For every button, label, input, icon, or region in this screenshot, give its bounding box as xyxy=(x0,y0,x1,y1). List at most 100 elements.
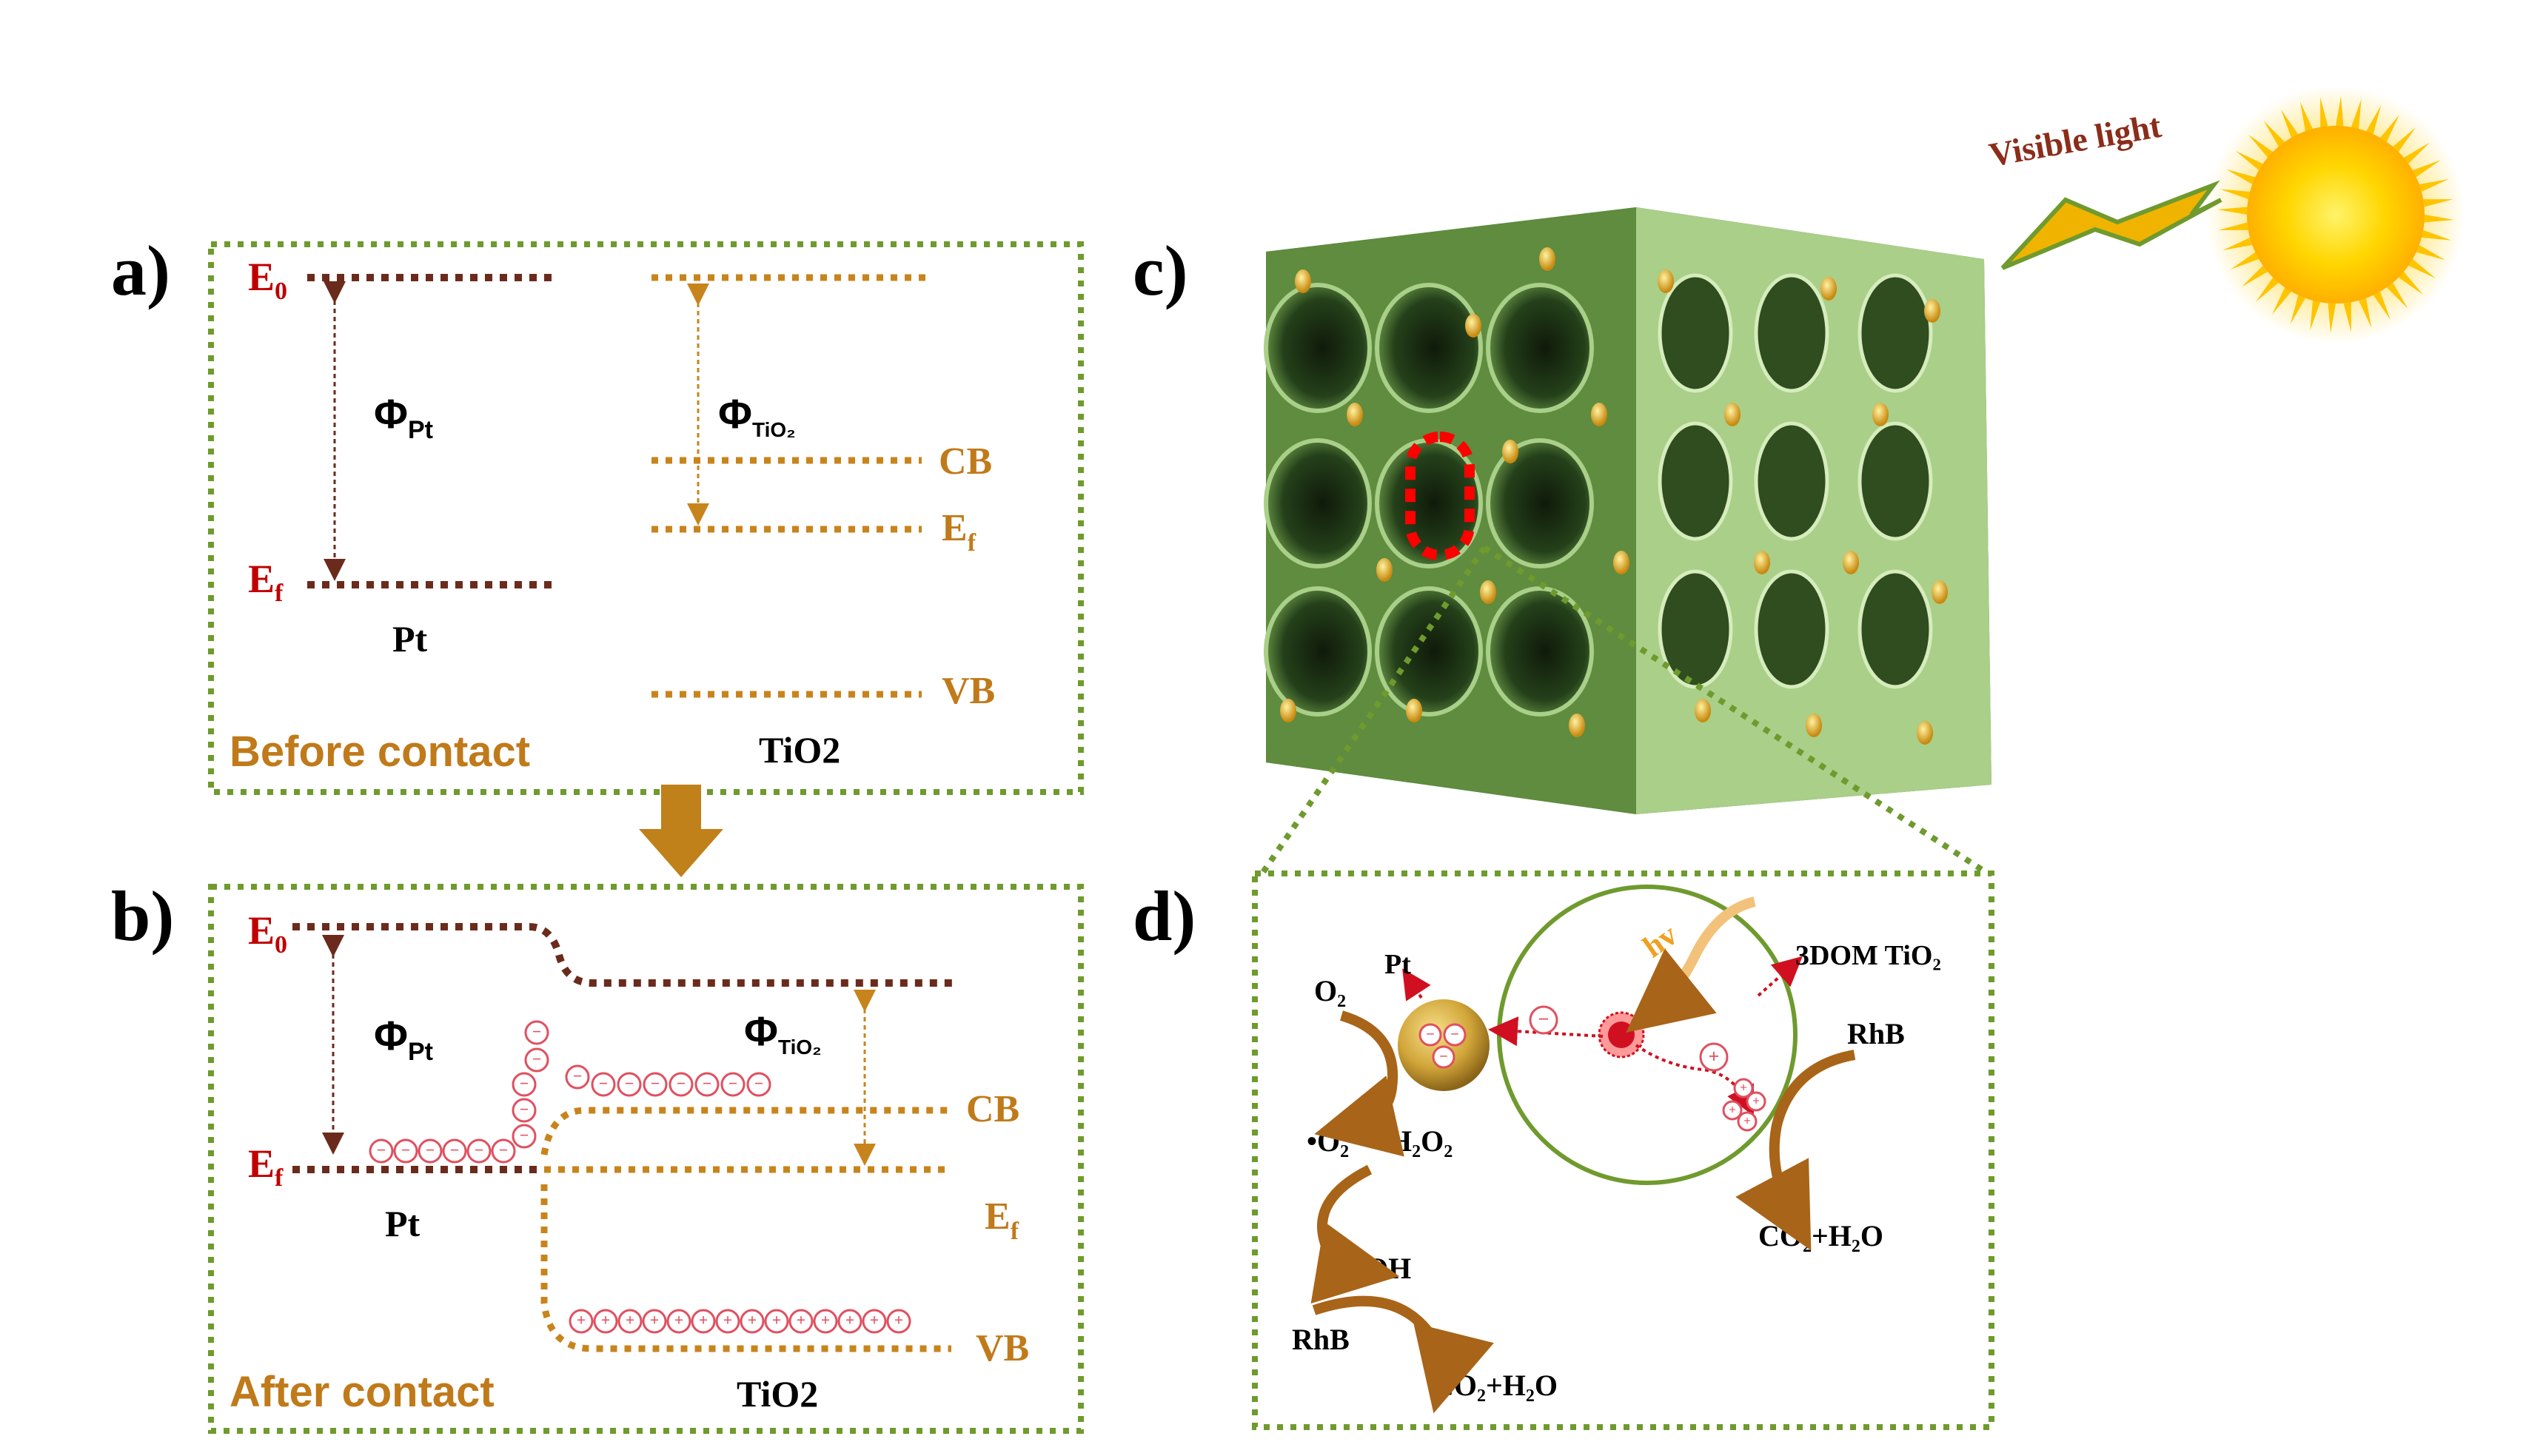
svg-text:−: − xyxy=(520,1101,529,1118)
tio2-vb-bent xyxy=(540,1184,951,1352)
electron: − xyxy=(565,1064,590,1090)
cb-label: CB xyxy=(939,440,992,483)
phi-pt-label: ΦPt xyxy=(374,390,433,444)
hole: + xyxy=(788,1309,814,1334)
transition-arrow xyxy=(639,785,723,877)
pt-dot xyxy=(1843,551,1859,574)
electron: − xyxy=(512,1098,537,1123)
svg-text:−: − xyxy=(754,1076,763,1093)
svg-text:−: − xyxy=(520,1076,529,1093)
panel-b: b) E0 Ef ΦPt ΦTiO₂ CB Ef VB Pt TiO2 Afte… xyxy=(111,876,1084,1434)
ef-label: Ef xyxy=(248,557,284,607)
pt-dot xyxy=(1295,269,1311,293)
co2-h2o-left-label: CO₂+H₂O xyxy=(1433,1369,1558,1402)
hole: + xyxy=(593,1309,618,1334)
svg-text:−: − xyxy=(625,1076,634,1093)
hole: + xyxy=(691,1309,716,1334)
hv-label: hv xyxy=(1637,918,1684,964)
pt-dot xyxy=(1806,714,1822,737)
svg-text:+: + xyxy=(577,1312,586,1329)
electron: − xyxy=(393,1138,418,1164)
hv-arrow xyxy=(1626,896,1756,1033)
pt-label: Pt xyxy=(385,1203,421,1244)
pt-label: Pt xyxy=(392,618,428,660)
pt-dot xyxy=(1724,403,1741,426)
visible-light-label: Visible light xyxy=(1986,107,2165,174)
pore xyxy=(1658,421,1733,541)
svg-text:+: + xyxy=(894,1312,903,1329)
pore xyxy=(1486,438,1594,568)
electron: − xyxy=(720,1072,746,1097)
svg-text:+: + xyxy=(1752,1094,1760,1108)
e0-label: E0 xyxy=(248,255,287,305)
pt-dot xyxy=(1872,403,1889,426)
pt-electrons: −−− xyxy=(1418,1023,1467,1069)
hole: + xyxy=(715,1309,740,1334)
panel-d-frame xyxy=(1252,870,1994,1430)
pt-dot xyxy=(1480,580,1496,604)
3dom-tio2-scaffold xyxy=(1264,207,1991,814)
pore xyxy=(1375,283,1483,413)
ef-tio2-label: Ef xyxy=(985,1195,1019,1245)
svg-text:+: + xyxy=(1743,1114,1751,1128)
hole: + xyxy=(862,1309,887,1334)
svg-text:+: + xyxy=(674,1312,683,1329)
svg-text:−: − xyxy=(1439,1048,1447,1064)
pt-dot xyxy=(1917,721,1933,745)
electron: − xyxy=(1418,1023,1442,1047)
pt-dot xyxy=(1539,247,1555,271)
hole: + xyxy=(642,1309,667,1334)
electron: − xyxy=(1432,1045,1455,1069)
after-contact-caption: After contact xyxy=(230,1368,495,1416)
svg-text:−: − xyxy=(532,1024,541,1041)
panel-b-letter: b) xyxy=(111,876,174,956)
svg-text:−: − xyxy=(1450,1026,1458,1042)
pore xyxy=(1375,586,1483,717)
pt-label-d: Pt xyxy=(1384,949,1411,980)
rhb-left-label: RhB xyxy=(1292,1323,1350,1356)
vacuum-level-aligned xyxy=(292,923,955,987)
electron: − xyxy=(512,1072,537,1097)
pt-dot xyxy=(1376,558,1393,582)
svg-text:−: − xyxy=(450,1142,459,1159)
pt-dot xyxy=(1658,269,1674,293)
pt-dot xyxy=(1347,403,1363,426)
pt-dot xyxy=(1754,551,1770,574)
svg-text:+: + xyxy=(797,1312,805,1329)
pt-dot xyxy=(1406,699,1422,722)
pt-dot xyxy=(1924,299,1940,323)
pt-nanoparticle xyxy=(1398,999,1490,1091)
pt-dot xyxy=(1613,551,1629,574)
electron: − xyxy=(1443,1023,1467,1047)
phi-pt-label: ΦPt xyxy=(374,1012,433,1066)
panel-b-charges: −−−−−−−−−−−−−−−−−−−++++++++++++++ xyxy=(369,1020,911,1334)
tio2-cb-bent xyxy=(540,1107,951,1155)
electron: − xyxy=(524,1020,549,1045)
svg-text:−: − xyxy=(1426,1026,1434,1042)
svg-text:+: + xyxy=(601,1312,610,1329)
3dom-tio2-label: 3DOM TiO₂ xyxy=(1795,940,1941,971)
svg-text:−: − xyxy=(677,1076,686,1093)
pt-dot xyxy=(1695,699,1711,722)
svg-text:+: + xyxy=(870,1312,879,1329)
pt-pointer xyxy=(1402,968,1431,1002)
rhb-degradation-left-arrow xyxy=(1312,1295,1494,1414)
electron: − xyxy=(418,1138,443,1164)
hole: + xyxy=(1733,1078,1754,1098)
photo-excited-core xyxy=(1608,1021,1635,1048)
panel-a: a) E0 Ef ΦPt Pt ΦTiO₂ CB Ef VB TiO2 Befo… xyxy=(111,231,1084,795)
hole: + xyxy=(837,1309,862,1334)
h2o2-to-oh-arrow xyxy=(1310,1164,1400,1304)
svg-text:−: − xyxy=(1538,1009,1550,1030)
pt-dot xyxy=(1820,277,1837,301)
pore xyxy=(1658,273,1733,393)
electron: − xyxy=(591,1072,616,1097)
svg-text:+: + xyxy=(845,1312,854,1329)
pt-dot xyxy=(1280,699,1296,722)
panel-d-letter: d) xyxy=(1133,876,1196,956)
pore xyxy=(1857,421,1933,541)
tio2-label: TiO2 xyxy=(759,729,840,771)
svg-text:+: + xyxy=(699,1312,708,1329)
superoxide-label: •O₂⁻+ H₂O₂ xyxy=(1307,1124,1453,1158)
svg-text:+: + xyxy=(821,1312,830,1329)
